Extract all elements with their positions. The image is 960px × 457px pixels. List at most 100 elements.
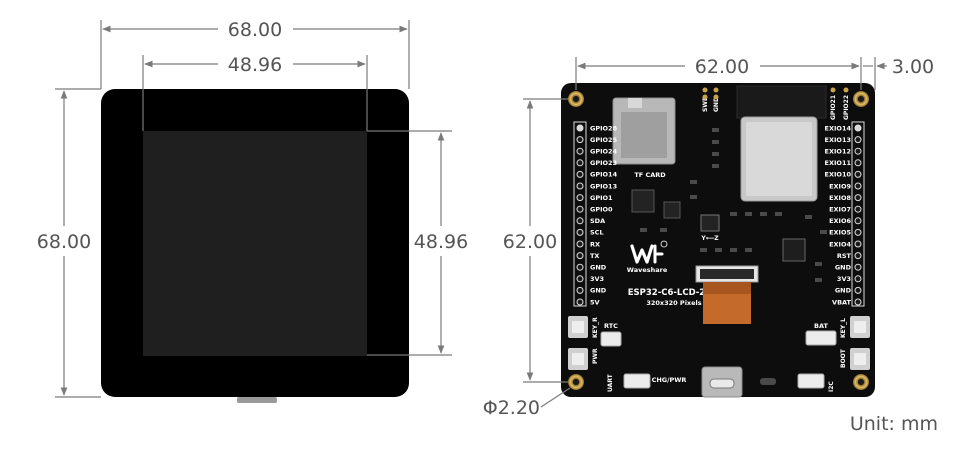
left-pin-label: GND: [590, 264, 607, 272]
pcb-board: TF CARD SWD GND GPIO21 GPIO22: [561, 83, 875, 398]
tf-card-label: TF CARD: [634, 171, 666, 179]
display-width-label: 68.00: [228, 19, 282, 41]
swd-pads: [702, 87, 849, 100]
board-width-label: 62.00: [695, 56, 749, 78]
left-pin-label: GPIO1: [590, 194, 613, 202]
left-pin-pad: [576, 263, 584, 271]
mounting-hole-top-right: [853, 91, 869, 107]
left-pin-label: GPIO0: [590, 206, 613, 214]
left-pin-pad: [576, 159, 584, 167]
hole-diameter-label: Φ2.20: [483, 397, 540, 419]
right-pin-label: EXIO10: [825, 171, 852, 179]
pwr-label: PWR: [592, 348, 599, 364]
axis-label: Y⟵Z: [700, 235, 719, 242]
unit-label: Unit: mm: [850, 413, 938, 435]
right-pin-label: VBAT: [832, 298, 852, 306]
right-pin-pad: [854, 205, 862, 213]
right-pin-pad: [854, 170, 862, 178]
pixels-label: 320x320 Pixels: [646, 299, 701, 307]
right-pin-pad: [854, 159, 862, 167]
right-pin-label: GND: [835, 264, 852, 272]
right-pin-pad: [854, 136, 862, 144]
left-pin-pad: [576, 240, 584, 248]
right-pin-pad: [854, 275, 862, 283]
bat-label: BAT: [814, 322, 828, 330]
display-active-height-dimension: 48.96: [367, 130, 468, 356]
model-label: ESP32-C6-LCD-2.73: [628, 288, 721, 298]
right-pin-pad: [854, 147, 862, 155]
key-l-button: KEY_L: [840, 316, 870, 338]
right-pin-header: [851, 121, 865, 307]
gnd-top-label: GND: [713, 97, 720, 112]
right-pin-pad: [854, 194, 862, 202]
display-height-label: 68.00: [37, 231, 91, 253]
display-active-width-label: 48.96: [228, 54, 282, 76]
right-pin-label: EXIO14: [825, 124, 852, 132]
left-pin-label: TX: [590, 252, 599, 260]
key-r-button: KEY_R: [568, 316, 599, 338]
left-pin-pad: [576, 124, 584, 132]
usb-c-port: CHG/PWR: [652, 366, 743, 398]
right-pin-pad: [854, 124, 862, 132]
key-r-label: KEY_R: [592, 317, 599, 338]
waveshare-logo: Waveshare: [627, 240, 668, 274]
left-pin-label: RX: [590, 240, 600, 248]
left-pin-label: 3V3: [590, 275, 604, 283]
right-pin-pad: [854, 240, 862, 248]
pwr-button: PWR: [568, 348, 599, 370]
i2c-connector: I2C: [797, 373, 835, 392]
mounting-hole-top-left: [568, 91, 584, 107]
display-active-width-dimension: 48.96: [142, 54, 368, 131]
right-pin-pad: [854, 182, 862, 190]
left-pin-pad: [576, 228, 584, 236]
display-height-dimension: 68.00: [37, 88, 101, 398]
left-pin-labels: GPIO28GPIO25GPIO24GPIO23GPIO14GPIO13GPIO…: [590, 124, 618, 306]
right-pin-pad: [854, 252, 862, 260]
left-pin-pad: [576, 147, 584, 155]
gpio21-label: GPIO21: [830, 95, 837, 120]
left-pin-pad: [576, 182, 584, 190]
usb-connector-edge: [237, 397, 277, 403]
right-pin-label: EXIO13: [825, 136, 851, 144]
left-pin-label: GPIO13: [590, 182, 617, 190]
left-pin-label: 5V: [590, 298, 600, 306]
board-height-dimension: 62.00: [503, 98, 568, 383]
right-pin-label: EXIO8: [829, 194, 851, 202]
left-pin-label: GPIO25: [590, 136, 618, 144]
right-pin-pad: [854, 298, 862, 306]
right-pin-labels: EXIO14EXIO13EXIO12EXIO11EXIO10EXIO9EXIO8…: [825, 124, 852, 306]
right-pin-pad: [854, 217, 862, 225]
right-pin-label: EXIO12: [825, 148, 851, 156]
left-pin-label: GPIO24: [590, 148, 618, 156]
left-pin-pad: [576, 252, 584, 260]
right-pin-label: RST: [837, 252, 852, 260]
right-pin-label: 3V3: [837, 275, 851, 283]
left-pin-pad: [576, 205, 584, 213]
display-active-height-label: 48.96: [414, 231, 468, 253]
bat-connector: BAT: [805, 322, 837, 346]
hole-offset-dimension: 3.00: [863, 56, 934, 90]
fpc-connector: [695, 265, 759, 324]
right-pin-pad: [854, 286, 862, 294]
right-pin-label: EXIO9: [829, 182, 851, 190]
left-pin-pad: [576, 275, 584, 283]
hole-offset-label: 3.00: [892, 56, 934, 78]
rtc-connector: RTC: [600, 322, 622, 347]
gpio22-label: GPIO22: [843, 95, 850, 120]
board-width-dimension: 62.00: [575, 56, 862, 90]
esp32-module: [736, 85, 827, 202]
chg-pwr-label: CHG/PWR: [652, 376, 687, 384]
i2c-label: I2C: [828, 381, 835, 392]
left-pin-label: GPIO28: [590, 124, 618, 132]
left-pin-pad: [576, 194, 584, 202]
right-pin-label: EXIO6: [829, 217, 851, 225]
display-width-dimension: 68.00: [100, 19, 410, 89]
key-l-label: KEY_L: [840, 318, 847, 338]
right-pin-pad: [854, 263, 862, 271]
brand-label: Waveshare: [627, 266, 668, 274]
rtc-label: RTC: [604, 322, 618, 330]
board-height-label: 62.00: [503, 231, 557, 253]
right-pin-label: GND: [835, 287, 852, 295]
mounting-hole-bottom-left: [568, 374, 584, 390]
